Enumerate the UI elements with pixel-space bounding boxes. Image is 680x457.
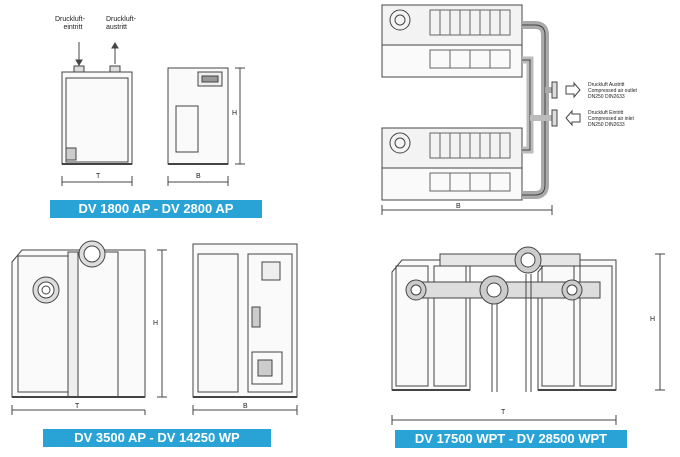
model-banner-dv17500: DV 17500 WPT - DV 28500 WPT [395, 430, 627, 448]
dim-b-label: B [456, 203, 461, 210]
outlet-spec: Druckluft Austritt Compressed air outlet… [588, 82, 637, 100]
drawing-dv17500 [391, 246, 665, 425]
panel-dv3500: H T B DV 3500 AP - DV 14250 WP [0, 232, 330, 457]
drawing-dv3500 [11, 240, 298, 415]
dim-t-label: T [75, 403, 80, 410]
dim-h-label: H [153, 320, 159, 327]
dim-h-label: H [232, 110, 238, 117]
drawing-dv1800 [61, 42, 245, 186]
dim-t-label: T [501, 409, 506, 416]
dim-h-label: H [650, 316, 656, 323]
inlet-spec: Druckluft Eintritt Compressed air inlet … [588, 110, 634, 128]
drawing-dv-flow [381, 4, 581, 215]
dim-b-label: B [196, 173, 201, 180]
inlet-label: Druckluft- eintritt [55, 16, 85, 31]
model-banner-dv1800: DV 1800 AP - DV 2800 AP [50, 200, 262, 218]
dim-b-label: B [243, 403, 248, 410]
panel-dv-flow: Druckluft Austritt Compressed air outlet… [370, 0, 680, 225]
panel-dv1800: Druckluft- eintritt Druckluft- austritt … [0, 0, 300, 225]
outlet-label: Druckluft- austritt [106, 16, 136, 31]
model-banner-dv3500: DV 3500 AP - DV 14250 WP [43, 429, 271, 447]
panel-dv17500: H T DV 17500 WPT - DV 28500 WPT [380, 232, 680, 457]
dim-t-label: T [96, 173, 101, 180]
